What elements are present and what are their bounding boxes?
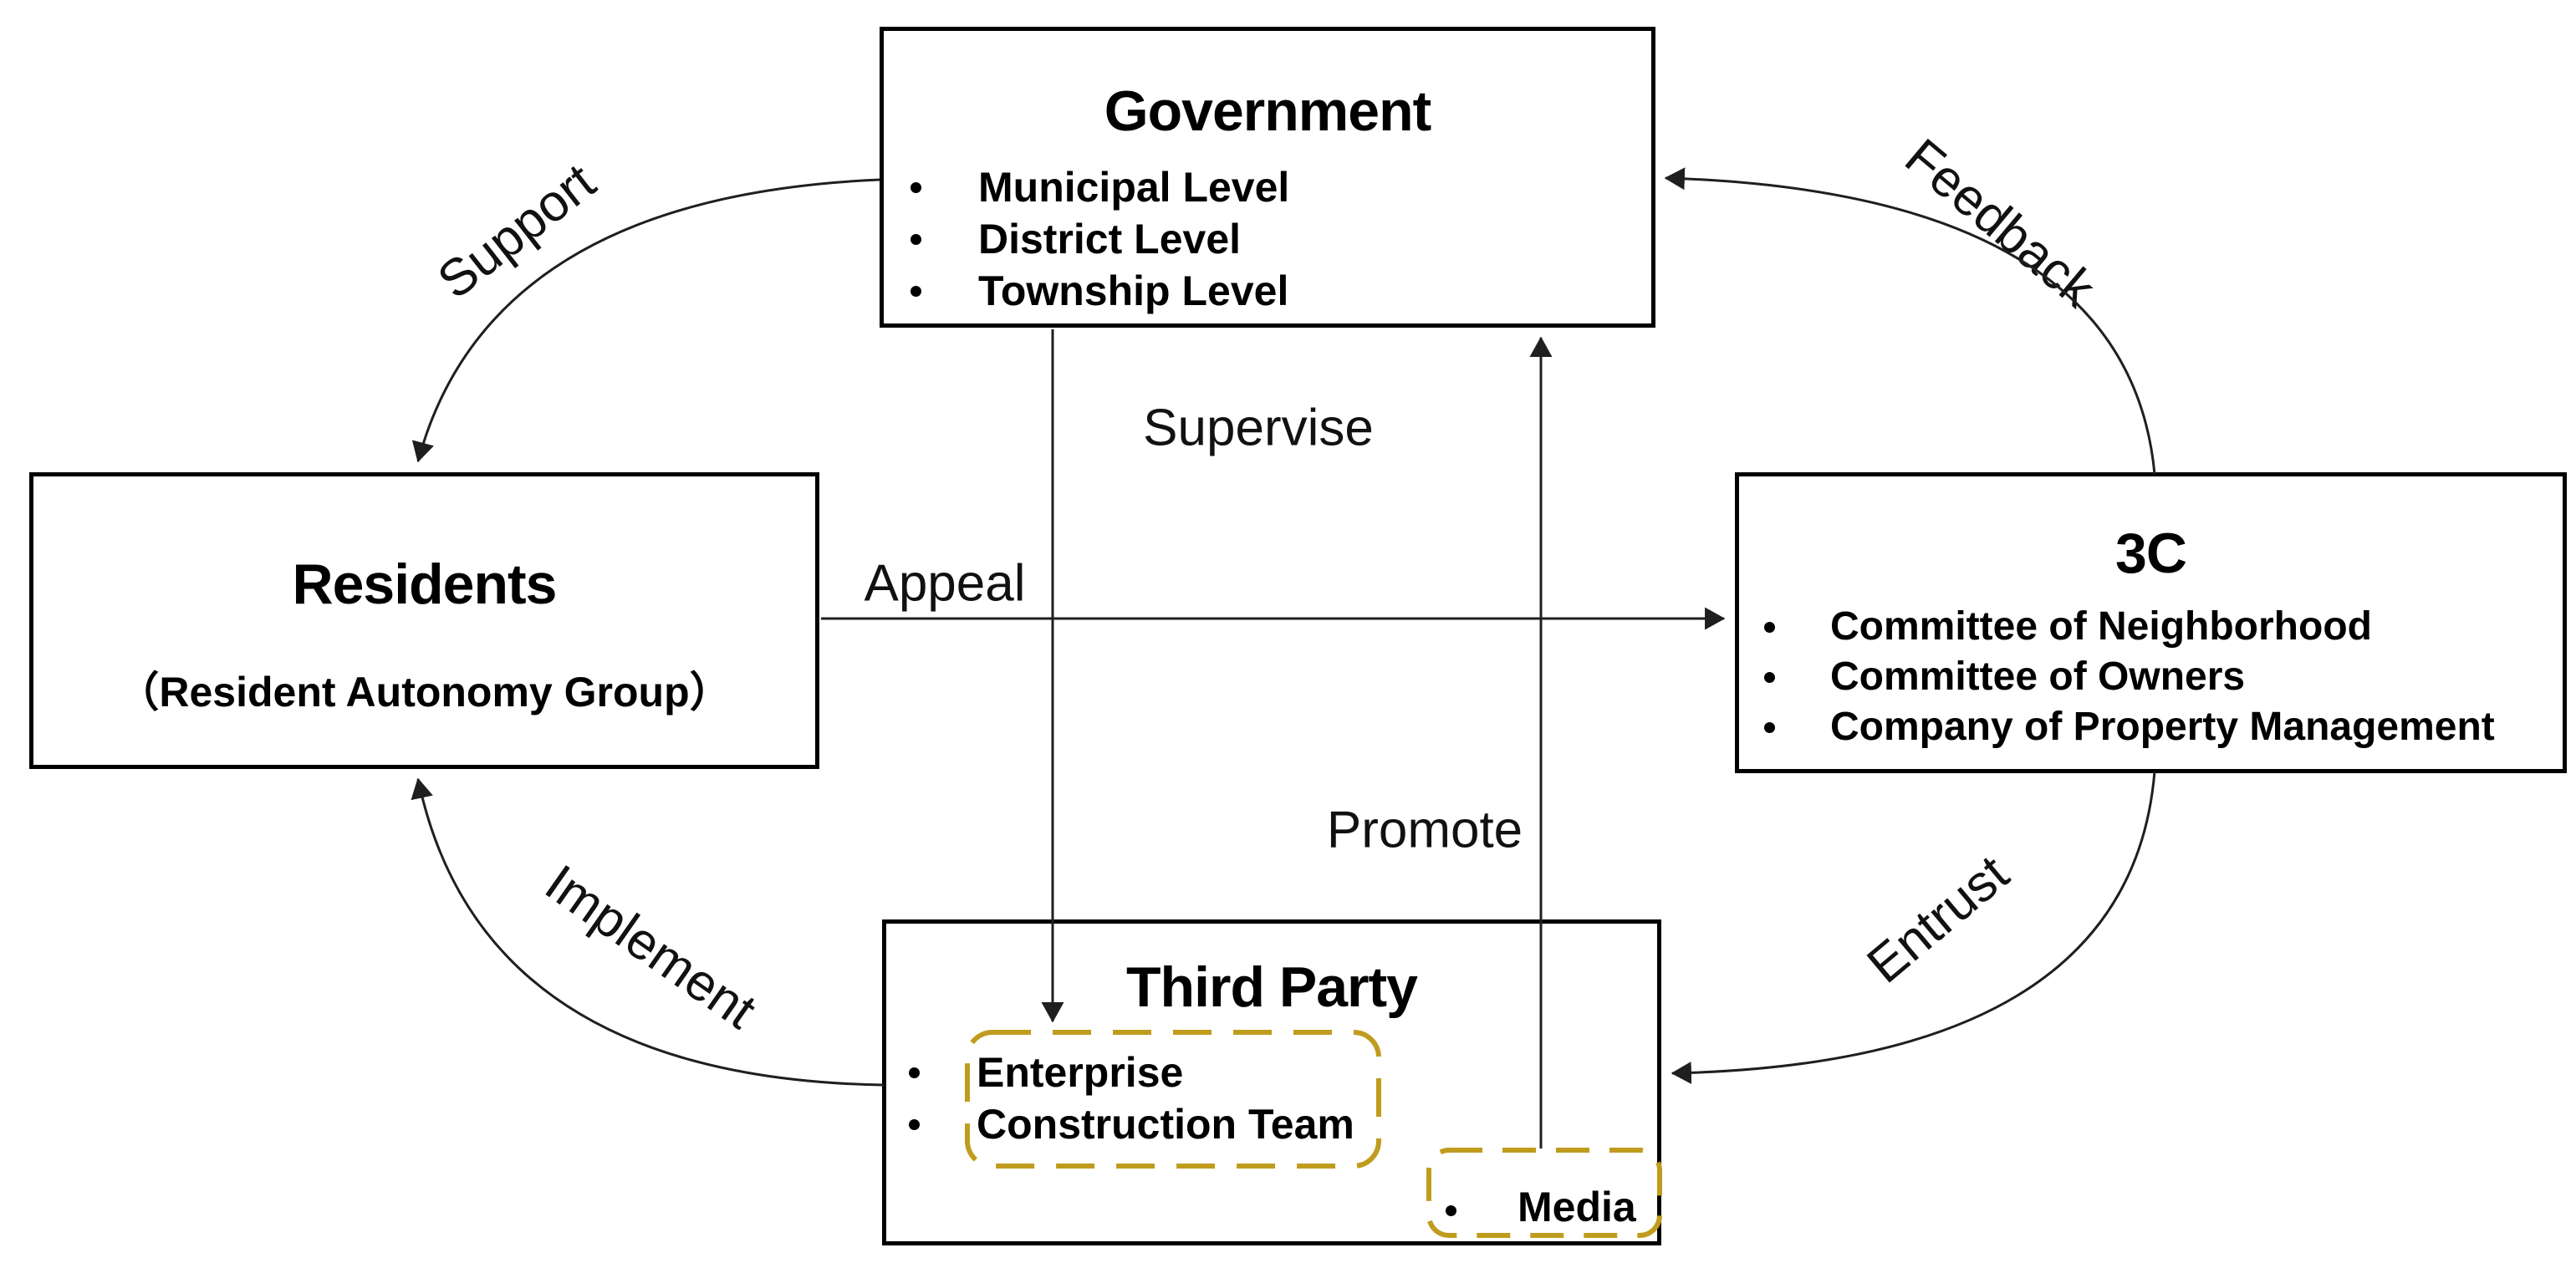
- bullet-icon: [1764, 721, 1775, 733]
- list-item: District Level: [911, 213, 1651, 265]
- list-item: Company of Property Management: [1764, 702, 2563, 752]
- bullet-icon: [911, 181, 921, 193]
- list-item: Enterprise: [909, 1047, 1354, 1098]
- edge-label-appeal: Appeal: [864, 554, 1026, 613]
- edge-label-implement: Implement: [534, 853, 767, 1041]
- bullet-icon: [1764, 621, 1775, 633]
- bullet-icon: [911, 285, 921, 297]
- bullet-icon: [1446, 1205, 1456, 1216]
- 3c-item-label: Company of Property Management: [1830, 705, 2495, 749]
- list-item: Construction Team: [909, 1098, 1354, 1150]
- third-party-item-label: Enterprise: [977, 1049, 1184, 1096]
- node-government: Government Municipal Level District Leve…: [880, 27, 1655, 328]
- node-third-party: Third Party Enterprise Construction Team…: [882, 919, 1661, 1245]
- bullet-icon: [909, 1118, 920, 1130]
- third-party-item-list: Enterprise Construction Team: [909, 1047, 1354, 1150]
- government-item-label: District Level: [978, 216, 1242, 262]
- node-residents: Residents （Resident Autonomy Group）: [29, 472, 819, 769]
- government-item-label: Township Level: [978, 267, 1289, 314]
- edge-label-promote: Promote: [1326, 801, 1523, 859]
- bullet-icon: [909, 1067, 920, 1078]
- 3c-title: 3C: [2115, 522, 2187, 585]
- list-item: Committee of Owners: [1764, 652, 2563, 702]
- edge-label-supervise: Supervise: [1143, 399, 1374, 457]
- edge-label-support: Support: [427, 152, 606, 311]
- third-party-title: Third Party: [1126, 955, 1418, 1019]
- 3c-item-list: Committee of Neighborhood Committee of O…: [1764, 602, 2563, 752]
- edge-label-entrust: Entrust: [1856, 844, 2020, 995]
- third-party-item-label: Construction Team: [977, 1101, 1354, 1148]
- government-title: Government: [1104, 79, 1432, 143]
- list-item: Municipal Level: [911, 161, 1651, 213]
- residents-subtitle: （Resident Autonomy Group）: [117, 669, 732, 716]
- media-item-label: Media: [1518, 1184, 1636, 1230]
- bullet-icon: [1764, 671, 1775, 683]
- bullet-icon: [911, 233, 921, 245]
- residents-title: Residents: [292, 553, 558, 616]
- list-item: Committee of Neighborhood: [1764, 602, 2563, 652]
- node-3c: 3C Committee of Neighborhood Committee o…: [1735, 472, 2567, 773]
- feedback-arrow: [1664, 167, 2156, 475]
- government-item-list: Municipal Level District Level Township …: [911, 161, 1651, 317]
- 3c-item-label: Committee of Owners: [1830, 654, 2246, 699]
- list-item: Township Level: [911, 265, 1651, 317]
- government-item-label: Municipal Level: [978, 164, 1290, 211]
- 3c-item-label: Committee of Neighborhood: [1830, 604, 2372, 649]
- edge-label-feedback: Feedback: [1894, 128, 2106, 318]
